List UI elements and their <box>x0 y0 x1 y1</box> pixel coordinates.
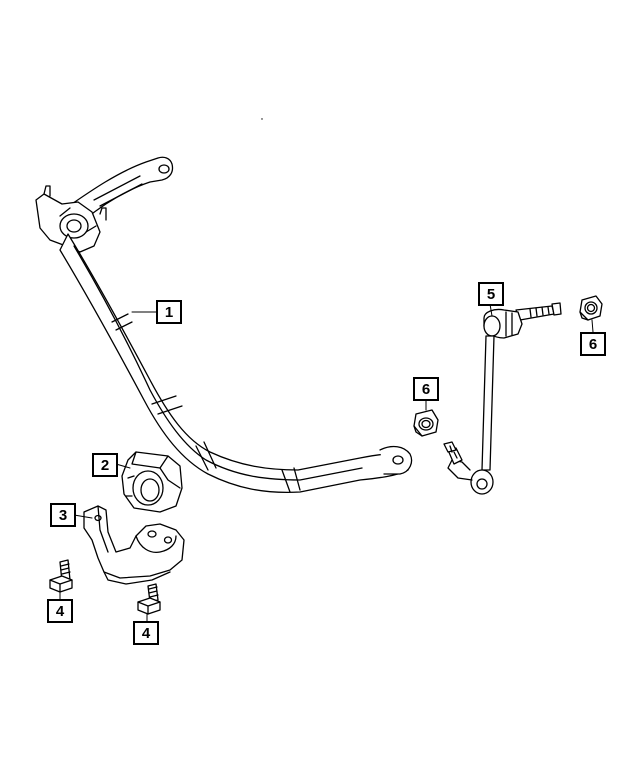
stabilizer-bar <box>35 156 413 494</box>
nut-a <box>413 409 439 437</box>
leader-line-5 <box>489 303 493 317</box>
callout-1-label: 1 <box>164 303 174 321</box>
callout-2-label: 2 <box>100 456 110 474</box>
callout-6b: 6 <box>580 332 606 356</box>
callout-4a-label: 4 <box>55 602 65 620</box>
callout-3: 3 <box>50 503 76 527</box>
callout-6a: 6 <box>413 377 439 401</box>
stabilizer-bushing <box>121 451 183 513</box>
leader-line-6b <box>591 319 594 333</box>
callout-2: 2 <box>92 453 118 477</box>
callout-6b-label: 6 <box>588 335 598 353</box>
callout-3-label: 3 <box>58 506 68 524</box>
bushing-retainer <box>83 505 185 585</box>
callout-5-label: 5 <box>486 285 496 303</box>
leader-line-3 <box>73 514 93 519</box>
callout-1: 1 <box>156 300 182 324</box>
nut-b <box>579 295 603 321</box>
bolt-b <box>137 583 161 615</box>
stabilizer-link <box>443 302 562 495</box>
callout-4b-label: 4 <box>141 624 151 642</box>
callout-5: 5 <box>478 282 504 306</box>
bolt-a <box>49 559 73 593</box>
leader-line-2 <box>115 463 131 469</box>
callout-4a: 4 <box>47 599 73 623</box>
callout-4b: 4 <box>133 621 159 645</box>
callout-6a-label: 6 <box>421 380 431 398</box>
